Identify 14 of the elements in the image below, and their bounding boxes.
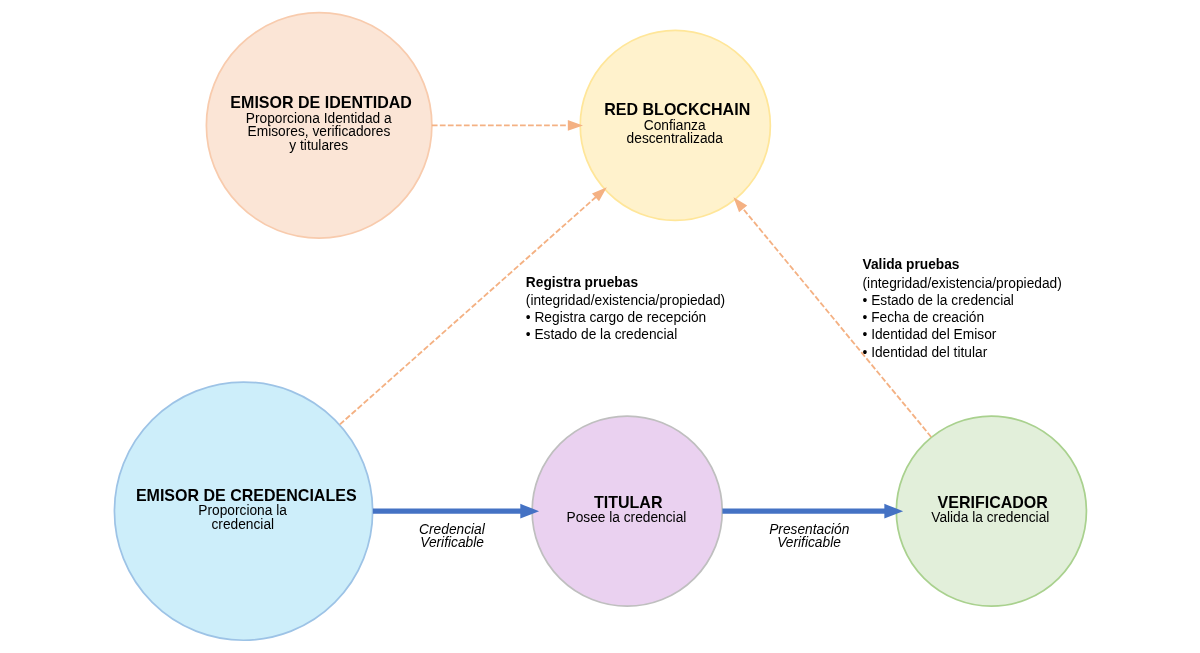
node-circle: RED BLOCKCHAIN Confianza descentralizada xyxy=(578,29,771,222)
node-circle: TITULAR Posee la credencial xyxy=(530,415,723,608)
arrow xyxy=(721,503,903,519)
node-circle: VERIFICADOR Valida la credencial xyxy=(894,415,1087,608)
arrow xyxy=(430,120,583,131)
edge-label: Registra pruebas (integridad/existencia/propiedad) • Registra cargo de recepción • Estado de la credencial xyxy=(525,274,725,343)
node-circle: EMISOR DE CREDENCIALES Proporciona la credencial xyxy=(113,381,373,642)
edge-label: Credencial Verificable xyxy=(418,521,485,551)
edge-label: Valida pruebas (integridad/existencia/propiedad) • Estado de la credencial • Fecha de creación • Identidad del Emisor • Identidad del titular xyxy=(862,257,1062,360)
edge-label: Presentación Verificable xyxy=(768,521,849,551)
node-circle: EMISOR DE IDENTIDAD Proporciona Identidad a Emisores, verificadores y titulares xyxy=(205,11,433,239)
arrow xyxy=(338,187,607,426)
arrow xyxy=(733,197,932,438)
arrow xyxy=(372,503,539,519)
